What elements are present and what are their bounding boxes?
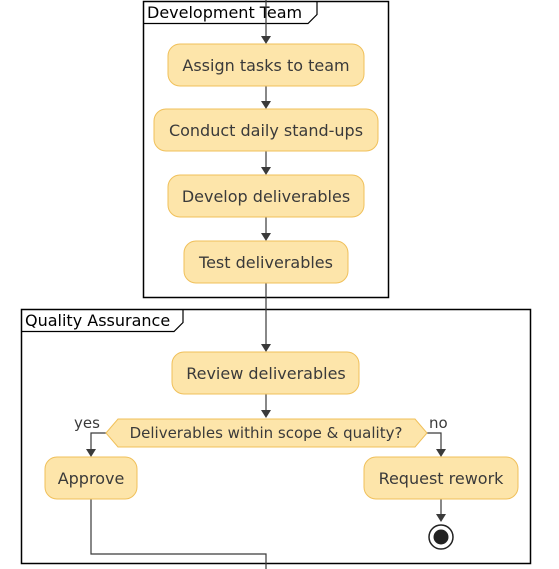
activity-assign-tasks: Assign tasks to team: [167, 43, 365, 87]
activity-daily-standups: Conduct daily stand-ups: [153, 108, 379, 152]
lane-title-qa: Quality Assurance: [25, 311, 170, 330]
end-node: [428, 524, 454, 550]
activity-develop-deliverables: Develop deliverables: [167, 174, 365, 218]
decision-scope-quality: Deliverables within scope & quality? yes…: [74, 414, 448, 448]
decision-yes-label: yes: [74, 414, 100, 432]
activity-request-rework-label: Request rework: [379, 469, 505, 488]
activity-review-deliverables: Review deliverables: [171, 351, 360, 395]
activity-test-deliverables-label: Test deliverables: [198, 253, 333, 272]
activity-approve-label: Approve: [58, 469, 125, 488]
activity-test-deliverables: Test deliverables: [183, 240, 349, 284]
lane-quality-assurance: Quality Assurance: [20, 308, 532, 565]
activity-develop-deliverables-label: Develop deliverables: [182, 187, 350, 206]
activity-daily-standups-label: Conduct daily stand-ups: [169, 121, 363, 140]
lane-title-development: Development Team: [147, 3, 302, 22]
decision-no-label: no: [429, 414, 448, 432]
decision-question: Deliverables within scope & quality?: [130, 424, 403, 442]
activity-review-deliverables-label: Review deliverables: [186, 364, 346, 383]
activity-approve: Approve: [44, 456, 138, 500]
edges: [86, 0, 446, 569]
activity-request-rework: Request rework: [363, 456, 519, 500]
activity-assign-tasks-label: Assign tasks to team: [182, 56, 349, 75]
